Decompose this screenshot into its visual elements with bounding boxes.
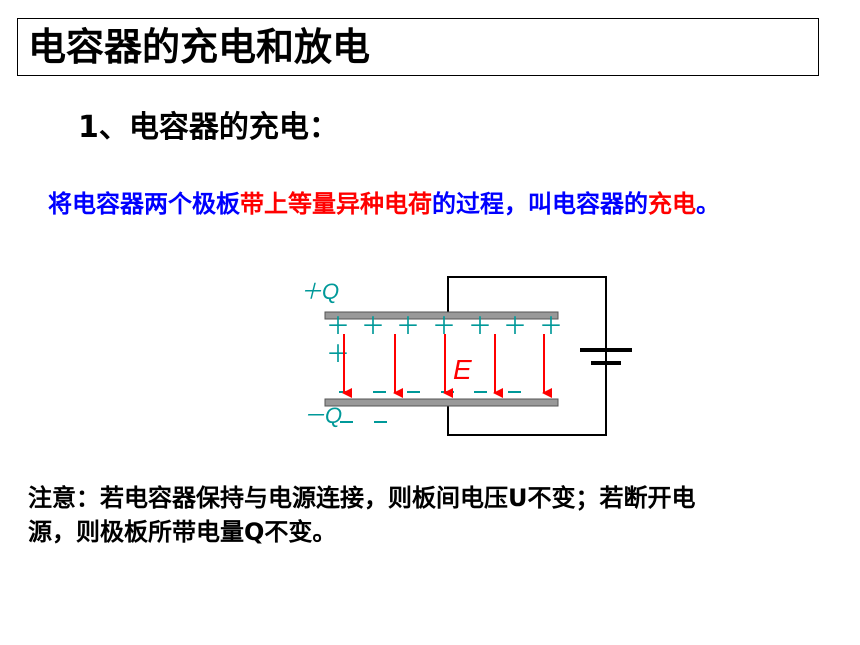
plus-charge: ＋ [539,313,563,340]
definition-part-2: 带上等量异种电荷 [240,190,432,218]
definition-part-3: 的过程，叫电容器的 [432,190,648,218]
definition-text: 将电容器两个极板带上等量异种电荷的过程，叫电容器的充电。 [48,188,720,220]
section-heading: 1、电容器的充电： [78,110,339,145]
plus-charge-extra: ＋ [326,341,350,368]
note-line-1: 注意：若电容器保持与电源连接，则板间电压U不变；若断开电 [28,484,696,512]
plus-charge: ＋ [396,313,420,340]
top-charge-label: ＋Q [300,279,339,304]
bottom-charge-label: －Q [303,403,342,428]
definition-part-1: 将电容器两个极板 [48,190,240,218]
circuit-wire [447,276,607,436]
plus-charge: ＋ [503,313,527,340]
negative-charges [339,391,521,423]
definition-part-5: 。 [696,190,720,218]
note-line-2: 源，则极板所带电量Q不变。 [28,518,337,546]
title-box: 电容器的充电和放电 [17,18,819,76]
plus-charge: ＋ [361,313,385,340]
electric-field-lines [342,334,552,398]
page-title: 电容器的充电和放电 [28,25,371,69]
plus-charge: ＋ [326,313,350,340]
bottom-plate [324,398,559,407]
note-text: 注意：若电容器保持与电源连接，则板间电压U不变；若断开电 源，则极板所带电量Q不… [28,481,828,549]
definition-part-4: 充电 [648,190,696,218]
top-plate [324,311,559,320]
positive-charges: ＋＋＋＋＋＋＋ [326,313,563,340]
plus-charge: ＋ [468,313,492,340]
battery-icon [580,277,632,435]
field-label: E [453,354,472,385]
